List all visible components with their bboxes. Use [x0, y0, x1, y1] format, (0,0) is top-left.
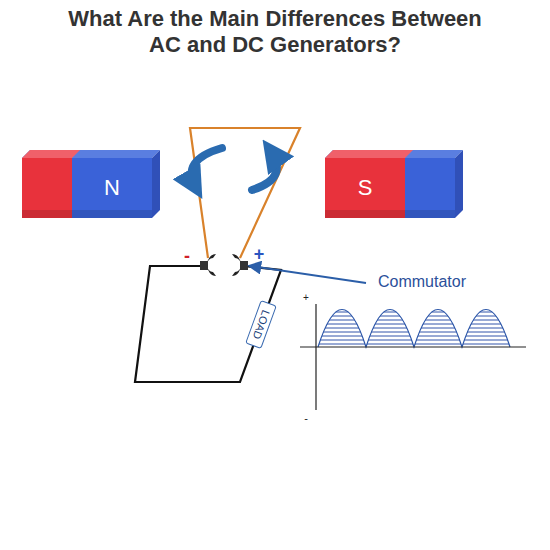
negative-terminal: - [184, 247, 190, 265]
commutator-segments [200, 254, 248, 276]
positive-terminal: + [254, 245, 265, 263]
south-magnet [325, 150, 463, 218]
axis-plus: + [303, 293, 309, 303]
leader-arrow [250, 266, 366, 283]
rotation-arrow [192, 148, 222, 188]
south-magnet-pole: S [325, 158, 405, 218]
node-text: LOAD [251, 308, 272, 340]
north-magnet [22, 150, 160, 218]
circuit-wire [135, 266, 281, 382]
armature-coil [190, 128, 300, 258]
commutator-label: Commutator [378, 274, 466, 290]
output-graph [300, 304, 526, 410]
rotation-arrow [252, 150, 277, 190]
node-text: S [358, 177, 373, 199]
page-title: What Are the Main Differences Between AC… [50, 6, 500, 58]
north-magnet-pole: N [72, 158, 152, 218]
load-box: LOAD [245, 299, 277, 348]
node-text: N [104, 177, 120, 199]
axis-minus: - [304, 413, 308, 424]
